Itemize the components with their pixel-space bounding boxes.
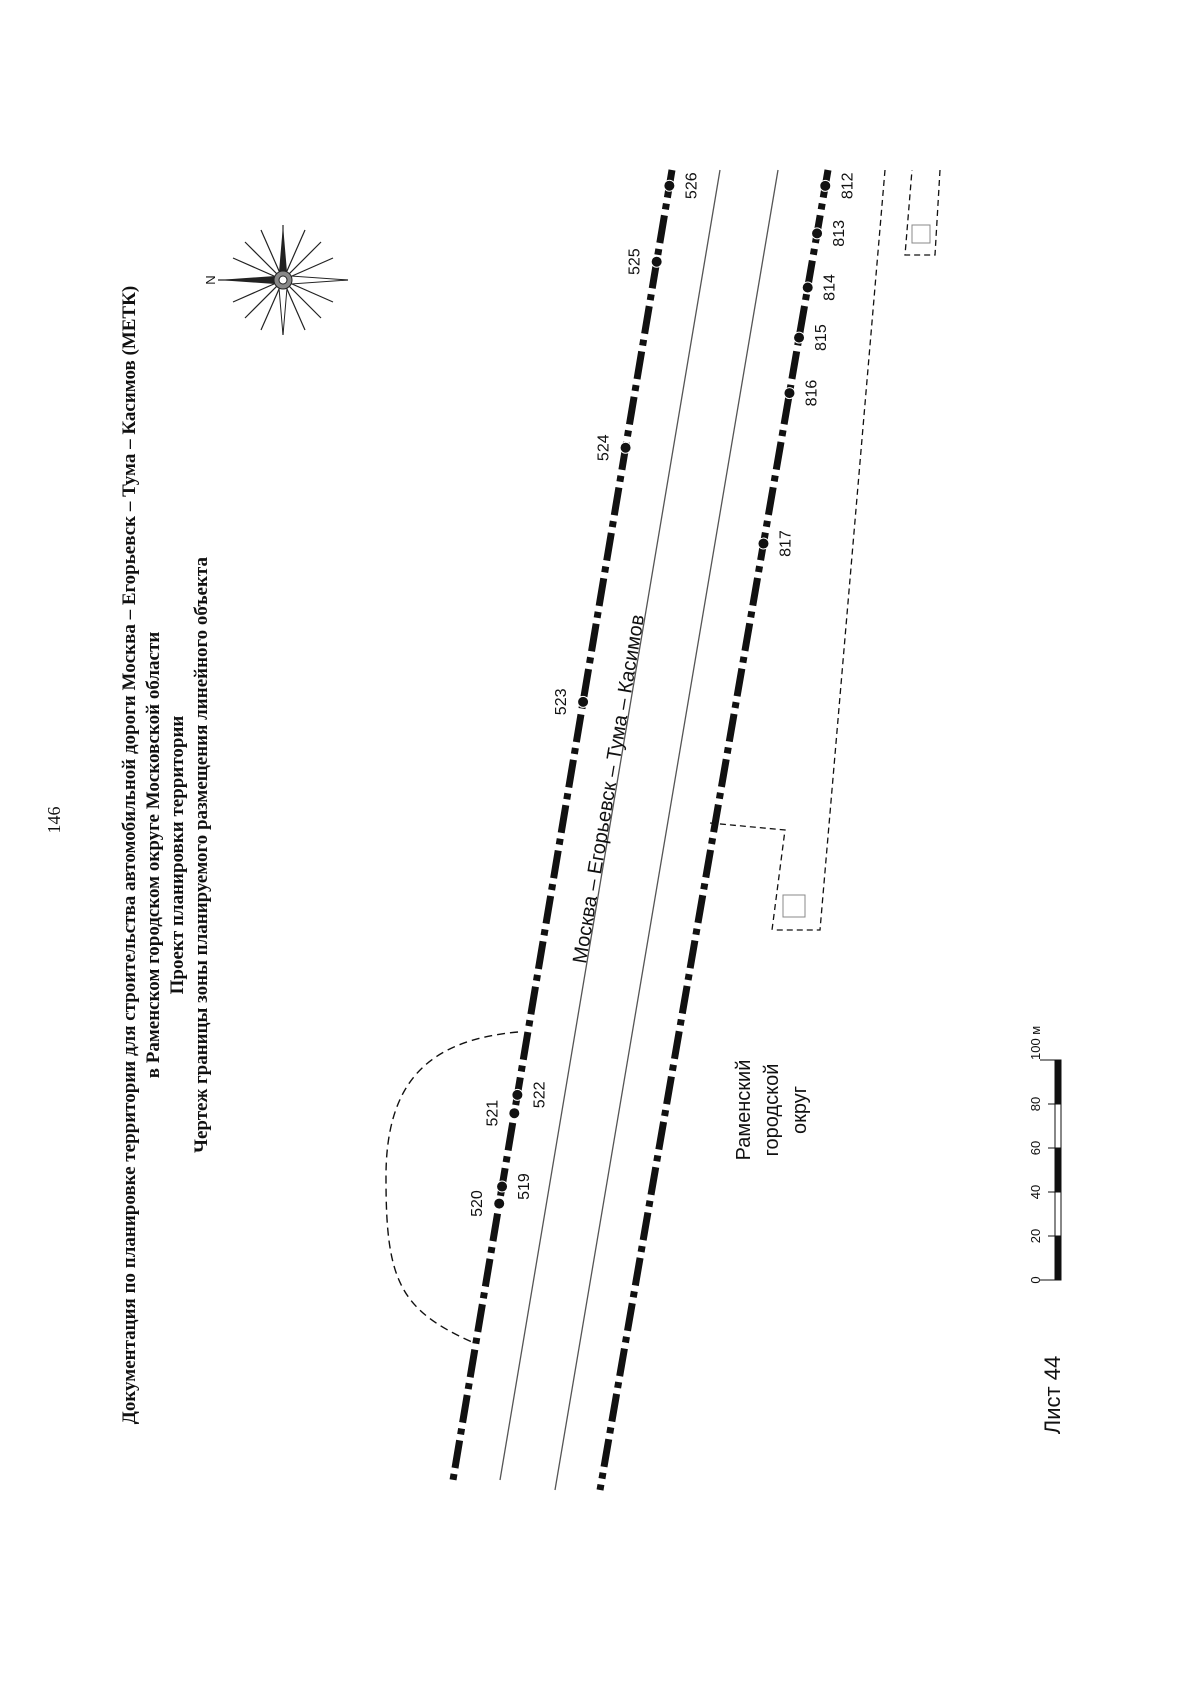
road-edge-line-lower: [554, 169, 779, 1491]
title-line-1: Документация по планировке территории дл…: [119, 286, 140, 1424]
boundary-point-marker: [619, 441, 632, 454]
boundary-point-marker: [577, 695, 590, 708]
boundary-point-label: 813: [831, 220, 848, 247]
building-symbol: [782, 894, 806, 918]
boundary-point-marker: [811, 227, 824, 240]
boundary-point-marker: [793, 331, 806, 344]
sheet-label: Лист 44: [1040, 1356, 1065, 1434]
title-block: Документация по планировке территории дл…: [119, 286, 212, 1424]
upper-boundary-points: 520 519 521 522 523 524 525 526: [469, 172, 700, 1217]
boundary-point-marker: [650, 255, 663, 268]
boundary-point-marker: [496, 1180, 509, 1193]
road-edge-line-upper: [499, 169, 721, 1481]
title-line-3: Проект планировки территории: [167, 716, 188, 995]
boundary-point-marker: [757, 537, 770, 550]
scale-bar: 0 20 40 60 80 100 м: [1028, 1026, 1062, 1284]
boundary-point-label: 519: [516, 1173, 533, 1200]
scale-tick-label: 80: [1028, 1097, 1043, 1111]
boundary-point-label: 520: [469, 1190, 486, 1217]
boundary-point-marker: [663, 179, 676, 192]
scale-tick-label: 60: [1028, 1141, 1043, 1155]
title-line-2: в Раменском городском округе Московской …: [143, 632, 164, 1079]
title-line-4: Чертеж границы зоны планируемого размеще…: [191, 557, 212, 1153]
boundary-point-marker: [493, 1197, 506, 1210]
boundary-point-label: 523: [553, 688, 570, 715]
boundary-point-label: 815: [813, 324, 830, 351]
dashed-outline-lateral: [709, 822, 786, 931]
compass-rose-icon: N: [203, 225, 349, 336]
boundary-point-label: 525: [627, 248, 644, 275]
scale-tick-label: 40: [1028, 1185, 1043, 1199]
compass-north-label: N: [203, 275, 218, 284]
boundary-line-upper: [449, 169, 676, 1481]
dashed-outline-long: [775, 169, 886, 931]
scale-tick-label: 20: [1028, 1229, 1043, 1243]
svg-text:городской: городской: [761, 1064, 783, 1157]
svg-text:Раменский: Раменский: [733, 1060, 755, 1161]
building-symbol-2: [911, 224, 931, 244]
scale-tick-label: 100 м: [1028, 1026, 1043, 1060]
road-name-label: Москва – Егорьевск – Тума – Касимов: [569, 613, 649, 965]
boundary-point-marker: [819, 179, 832, 192]
boundary-point-label: 816: [803, 380, 820, 407]
boundary-point-label: 526: [683, 172, 700, 199]
boundary-point-label: 817: [777, 530, 794, 557]
boundary-point-marker: [508, 1107, 521, 1120]
boundary-point-marker: [783, 387, 796, 400]
boundary-point-label: 524: [596, 434, 613, 461]
boundary-point-label: 812: [839, 172, 856, 199]
lower-boundary-points: 817 816 815 814 813 812: [757, 172, 856, 557]
boundary-point-label: 814: [822, 274, 839, 301]
boundary-point-marker: [801, 281, 814, 294]
svg-text:округ: округ: [789, 1086, 811, 1134]
scale-tick-label: 0: [1028, 1276, 1043, 1283]
boundary-point-marker: [511, 1088, 524, 1101]
boundary-point-label: 521: [484, 1100, 501, 1127]
boundary-point-label: 522: [531, 1081, 548, 1108]
boundary-line-lower: [596, 169, 832, 1491]
page-number: 146: [44, 807, 64, 834]
dashed-boundary-loop: [385, 1031, 519, 1343]
district-label: Раменский городской округ: [733, 1060, 811, 1161]
dashed-outline-corner: [904, 169, 941, 256]
